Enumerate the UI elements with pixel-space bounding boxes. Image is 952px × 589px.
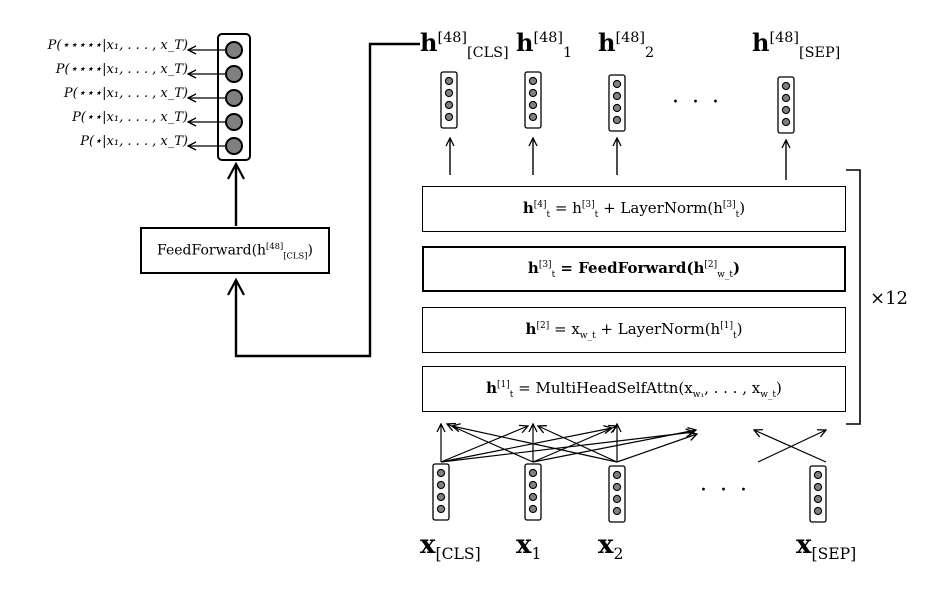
output-vector-nodes [225, 41, 243, 155]
output-vector [217, 33, 251, 161]
probability-arrows [188, 50, 225, 146]
small-vector [440, 71, 458, 129]
attention-arrow [447, 424, 534, 463]
output-label-cls: h[48][CLS] [420, 28, 509, 61]
repeat-bracket [846, 169, 861, 425]
probability-label: P(⋆⋆⋆⋆⋆|x₁, . . . , x_T) [47, 38, 188, 53]
vector-node [225, 89, 243, 107]
cls-path [227, 42, 420, 358]
attention-arrow [452, 426, 618, 463]
probability-label: P(⋆⋆⋆|x₁, . . . , x_T) [63, 86, 188, 101]
input-label-1: x1 [516, 530, 542, 564]
small-vector [432, 463, 450, 521]
stack-output-arrows [450, 138, 786, 180]
input-label-cls: x[CLS] [420, 530, 481, 564]
repeat-label: ×12 [870, 288, 908, 309]
small-vector [524, 463, 542, 521]
probability-label: P(⋆⋆|x₁, . . . , x_T) [72, 110, 188, 125]
output-label-1: h[48]1 [516, 28, 573, 61]
output-ellipsis: · · · [672, 90, 722, 115]
vector-node [225, 137, 243, 155]
layer-box-3: h[3]t = FeedForward(h[2]w_t) [422, 246, 846, 292]
feedforward-label: FeedForward(h[48][CLS]) [157, 240, 313, 261]
top-vectors [440, 71, 795, 134]
output-label-2: h[48]2 [598, 28, 655, 61]
layer-equation: h[3]t = FeedForward(h[2]w_t) [527, 258, 741, 280]
probability-label: P(⋆|x₁, . . . , x_T) [80, 134, 188, 149]
probability-labels: P(⋆⋆⋆⋆⋆|x₁, . . . , x_T) P(⋆⋆⋆⋆|x₁, . . … [0, 38, 188, 158]
vector-node [225, 113, 243, 131]
vector-node [225, 65, 243, 83]
layer-equation: h[2] = xw_t + LayerNorm(h[1]t) [525, 319, 743, 341]
feedforward-box: FeedForward(h[48][CLS]) [140, 227, 330, 274]
vector-node [225, 41, 243, 59]
attention-arrow [440, 428, 612, 463]
layer-box-4: h[4]t = h[3]t + LayerNorm(h[3]t) [422, 186, 846, 232]
input-label-sep: x[SEP] [796, 530, 857, 564]
small-vector [608, 74, 626, 132]
attention-arrow [757, 430, 826, 463]
layer-box-1: h[1]t = MultiHeadSelfAttn(xw₁, . . . , x… [422, 366, 846, 412]
attention-arrows [440, 424, 827, 463]
small-vector [777, 76, 795, 134]
small-vector [809, 465, 827, 523]
input-label-2: x2 [598, 530, 624, 564]
output-label-sep: h[48][SEP] [752, 28, 841, 61]
attention-arrow [532, 426, 617, 463]
input-vectors [432, 463, 827, 523]
attention-arrow [538, 426, 618, 463]
input-ellipsis: · · · [700, 478, 750, 503]
probability-label: P(⋆⋆⋆⋆|x₁, . . . , x_T) [55, 62, 188, 77]
layer-equation: h[4]t = h[3]t + LayerNorm(h[3]t) [522, 198, 746, 220]
attention-arrow [616, 434, 697, 463]
small-vector [608, 465, 626, 523]
layer-equation: h[1]t = MultiHeadSelfAttn(xw₁, . . . , x… [486, 378, 782, 400]
attention-arrow [532, 430, 696, 463]
attention-arrow [440, 426, 528, 463]
attention-arrow [754, 430, 827, 463]
small-vector [524, 71, 542, 129]
layer-box-2: h[2] = xw_t + LayerNorm(h[1]t) [422, 307, 846, 353]
